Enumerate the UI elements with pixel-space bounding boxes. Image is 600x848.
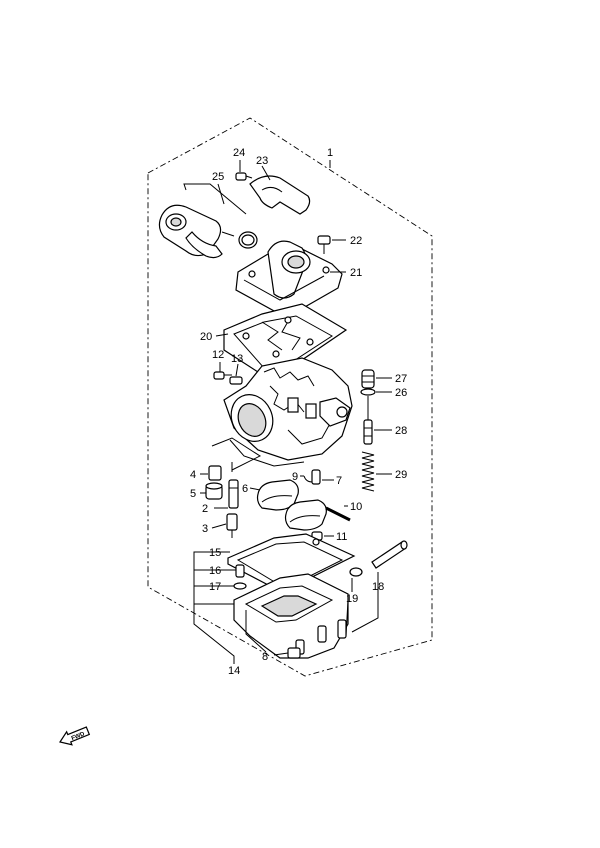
part-12-screw bbox=[213, 371, 232, 380]
callout-16: 16 bbox=[209, 565, 221, 577]
callout-10: 10 bbox=[350, 501, 362, 513]
callout-27: 27 bbox=[395, 373, 407, 385]
callout-23: 23 bbox=[256, 155, 268, 167]
part-10-pin bbox=[325, 506, 351, 522]
part-9-needle-valve bbox=[303, 469, 321, 485]
callout-1: 1 bbox=[327, 147, 333, 159]
callout-25: 25 bbox=[212, 171, 224, 183]
part-21-cover bbox=[235, 240, 343, 313]
callout-6: 6 bbox=[242, 483, 248, 495]
callout-18: 18 bbox=[372, 581, 384, 593]
callout-22: 22 bbox=[350, 235, 362, 247]
part-27-cap bbox=[361, 369, 375, 389]
callout-24: 24 bbox=[233, 147, 245, 159]
part-oring bbox=[238, 231, 258, 249]
callout-3: 3 bbox=[202, 523, 208, 535]
part-16-screw bbox=[235, 564, 245, 578]
callout-13: 13 bbox=[231, 353, 243, 365]
part-17-oring bbox=[233, 582, 247, 590]
callout-12: 12 bbox=[212, 349, 224, 361]
callout-20: 20 bbox=[200, 331, 212, 343]
callout-9: 9 bbox=[292, 471, 298, 483]
fwd-label: FWD bbox=[71, 731, 87, 742]
part-8-drain-screw bbox=[287, 647, 301, 659]
part-28-needle bbox=[363, 396, 373, 445]
part-22-screw bbox=[317, 235, 331, 254]
callout-17: 17 bbox=[209, 581, 221, 593]
assembly-boundary bbox=[147, 117, 433, 677]
leader-lines bbox=[193, 160, 392, 664]
part-18-tube bbox=[371, 540, 408, 569]
callout-29: 29 bbox=[395, 469, 407, 481]
callout-2: 2 bbox=[202, 503, 208, 515]
part-25-intake-lever bbox=[158, 204, 235, 259]
callout-8: 8 bbox=[262, 651, 268, 663]
part-23-bracket bbox=[249, 175, 311, 215]
part-4-jet bbox=[208, 465, 222, 481]
part-29-spring bbox=[361, 451, 375, 492]
carburetor-body bbox=[223, 357, 353, 467]
part-6-float bbox=[256, 479, 327, 531]
float-bowl bbox=[233, 573, 349, 659]
fwd-arrow-icon: FWD bbox=[59, 726, 91, 746]
part-13-screw bbox=[229, 376, 243, 385]
callout-19: 19 bbox=[346, 593, 358, 605]
callout-11: 11 bbox=[336, 531, 347, 543]
callout-7: 7 bbox=[336, 475, 342, 487]
callout-labels: 1 24 23 25 22 21 20 12 13 27 26 28 29 4 … bbox=[190, 147, 407, 677]
callout-14: 14 bbox=[228, 665, 240, 677]
part-2-emulsion-tube bbox=[228, 479, 239, 509]
callout-26: 26 bbox=[395, 387, 407, 399]
part-3-screw bbox=[226, 513, 238, 538]
callout-4: 4 bbox=[190, 469, 196, 481]
part-24-screw bbox=[235, 172, 253, 181]
callout-5: 5 bbox=[190, 488, 196, 500]
callout-28: 28 bbox=[395, 425, 407, 437]
callout-15: 15 bbox=[209, 547, 221, 559]
callout-21: 21 bbox=[350, 267, 362, 279]
part-5-jet bbox=[205, 482, 223, 500]
part-19-ring bbox=[349, 567, 363, 577]
part-26-washer bbox=[360, 388, 376, 396]
